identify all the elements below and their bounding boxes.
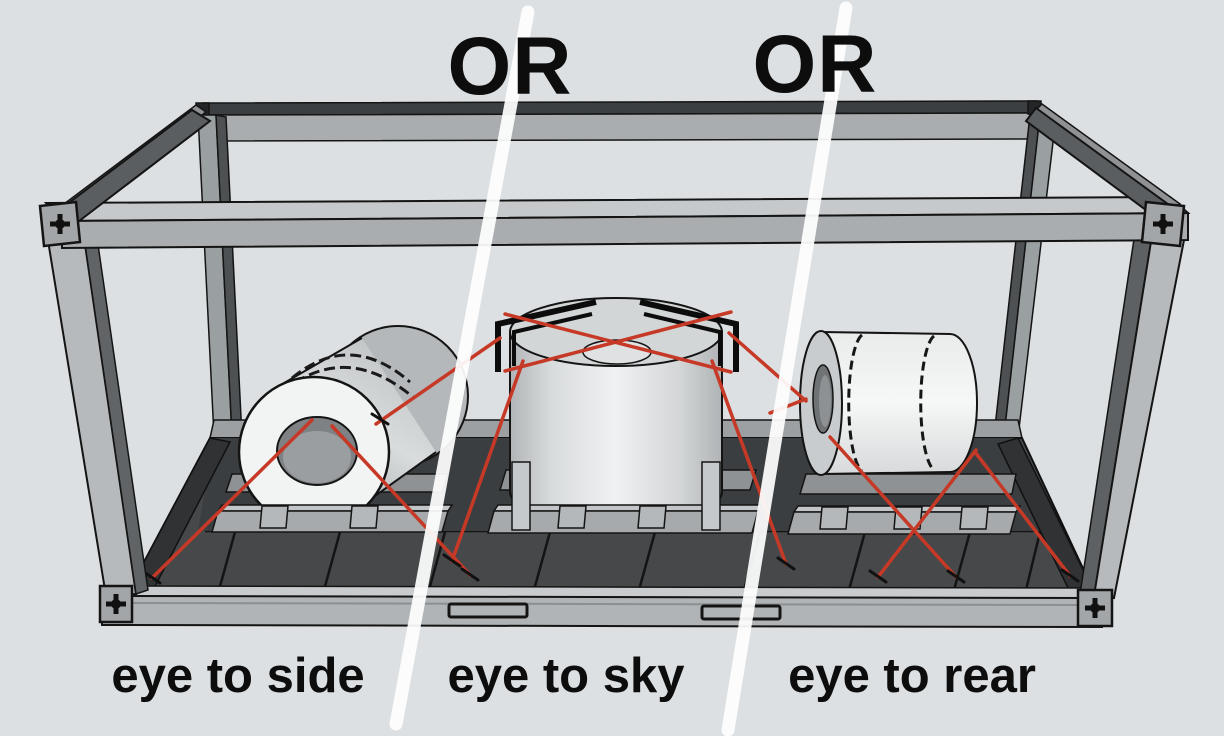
coil-eye-to-side (237, 325, 469, 529)
lashing-middle-down (710, 359, 788, 566)
or-label-left: OR (448, 21, 573, 112)
option-label-eye-to-rear: eye to rear (788, 649, 1036, 703)
skid-block (893, 506, 923, 530)
lashing-middle-down (727, 331, 808, 403)
lashing-anchors (142, 412, 1080, 585)
or-label-right: OR (753, 19, 878, 110)
lashing-middle-down (374, 336, 502, 426)
divider-line-left (389, 5, 535, 731)
lashing-right-coil (876, 448, 978, 579)
skid-block (259, 505, 289, 529)
container-frame-front (38, 103, 1191, 629)
cradle-post-left (511, 461, 531, 531)
skid-block (819, 506, 849, 530)
front-bottom-rail-face (101, 594, 1103, 629)
coil-right-body (821, 330, 978, 476)
lashing-middle-down (450, 359, 525, 563)
back-top-rail-face (202, 112, 1038, 142)
lashing-middle-cross (503, 310, 733, 373)
option-label-eye-to-sky: eye to sky (448, 649, 685, 703)
coil-left-eye-inner (283, 431, 351, 483)
skid-front-middle (487, 510, 759, 534)
skid-bearers-front (211, 461, 1022, 535)
cradle-post-right (701, 461, 721, 531)
coil-eye-to-rear (799, 330, 978, 476)
coil-middle-edge-protectors (495, 299, 739, 372)
labels: OR OR eye to side eye to sky eye to rear (111, 19, 1036, 703)
option-dividers (389, 1, 853, 736)
casting-holes (50, 214, 1173, 618)
lashing-right-coil (973, 450, 1072, 578)
coil-right-strap-band (847, 333, 864, 473)
skid-block (557, 505, 587, 529)
coil-right-eye-inner (819, 375, 831, 427)
skid-block (959, 506, 989, 530)
coil-right-strap-band (919, 334, 935, 472)
skid-block (637, 505, 667, 529)
lashings (150, 310, 1072, 580)
skid-block (349, 505, 379, 529)
divider-line-right (721, 1, 853, 736)
coil-eye-to-sky (495, 297, 739, 525)
lashing-slot (447, 602, 529, 619)
coil-left-strap-band (291, 353, 411, 384)
skid-back-right (798, 473, 1017, 495)
lashing-left-coil (150, 418, 314, 580)
lashing-left-coil (330, 424, 472, 577)
option-label-eye-to-side: eye to side (111, 649, 364, 703)
lashing-right-coil (828, 435, 958, 579)
